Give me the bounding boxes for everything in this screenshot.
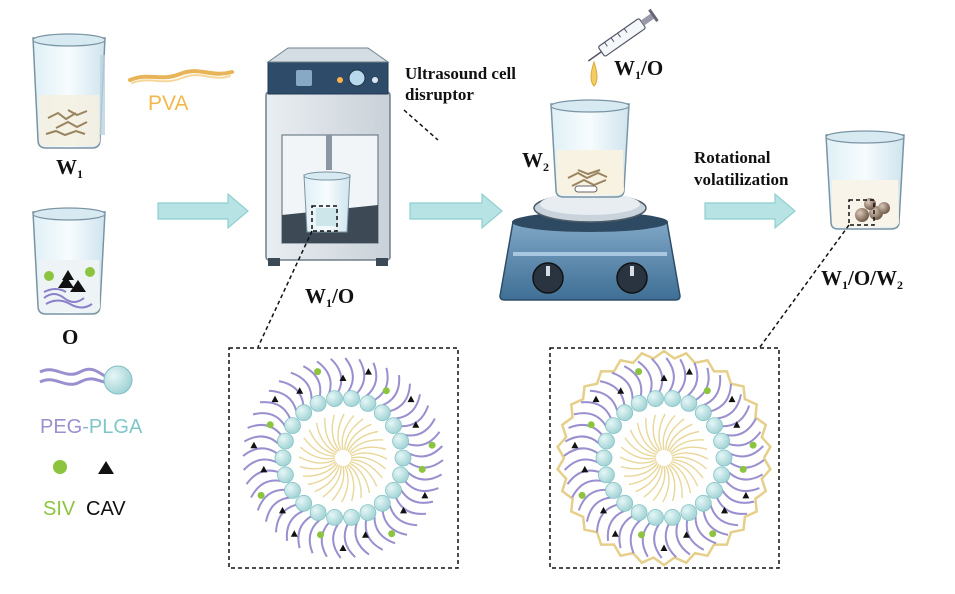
label-siv: SIV bbox=[43, 498, 76, 520]
label-rotational-line1: Rotational bbox=[694, 148, 771, 167]
beaker-o-icon bbox=[32, 207, 106, 315]
label-ultrasound-line1: Ultrasound cell bbox=[405, 64, 516, 83]
label-o: O bbox=[62, 325, 79, 349]
microsphere-w1ow2-icon bbox=[556, 349, 772, 567]
beaker-product-icon bbox=[825, 130, 905, 230]
label-peg-plga: PEG-PLGA bbox=[40, 416, 143, 438]
micelle-panel-w1o bbox=[228, 347, 459, 569]
label-w1o-mid: W1/O bbox=[305, 284, 355, 310]
beaker-w1-icon bbox=[32, 33, 106, 149]
label-cav: CAV bbox=[86, 498, 126, 520]
label-w2: W2 bbox=[522, 148, 549, 174]
label-rotational-line2: volatilization bbox=[694, 170, 789, 189]
label-w1ow2: W1/O/W2 bbox=[821, 266, 904, 292]
zoom-box-2 bbox=[848, 199, 875, 226]
process-arrows bbox=[157, 192, 796, 230]
arrow-1-icon bbox=[157, 192, 249, 230]
arrow-2-icon bbox=[409, 192, 503, 230]
arrow-3-icon bbox=[704, 192, 796, 230]
label-pva: PVA bbox=[148, 92, 189, 115]
label-w1: W1 bbox=[56, 155, 83, 181]
label-ultrasound-line2: disruptor bbox=[405, 85, 474, 104]
siv-dot-icon bbox=[53, 460, 67, 474]
cav-triangle-icon bbox=[98, 461, 114, 474]
pva-strand-icon bbox=[128, 69, 234, 84]
label-w1o-top: W1/O bbox=[614, 56, 664, 82]
peg-plga-molecule-icon bbox=[39, 365, 133, 395]
ultrasound-device-icon bbox=[265, 47, 391, 266]
micelle-w1o-icon bbox=[242, 357, 444, 559]
zoom-line-1 bbox=[257, 230, 313, 348]
hotplate-stirrer-icon bbox=[499, 99, 681, 301]
syringe-icon bbox=[587, 8, 659, 87]
zoom-box-1 bbox=[311, 205, 338, 232]
ultrasound-pointer-line bbox=[403, 109, 439, 141]
